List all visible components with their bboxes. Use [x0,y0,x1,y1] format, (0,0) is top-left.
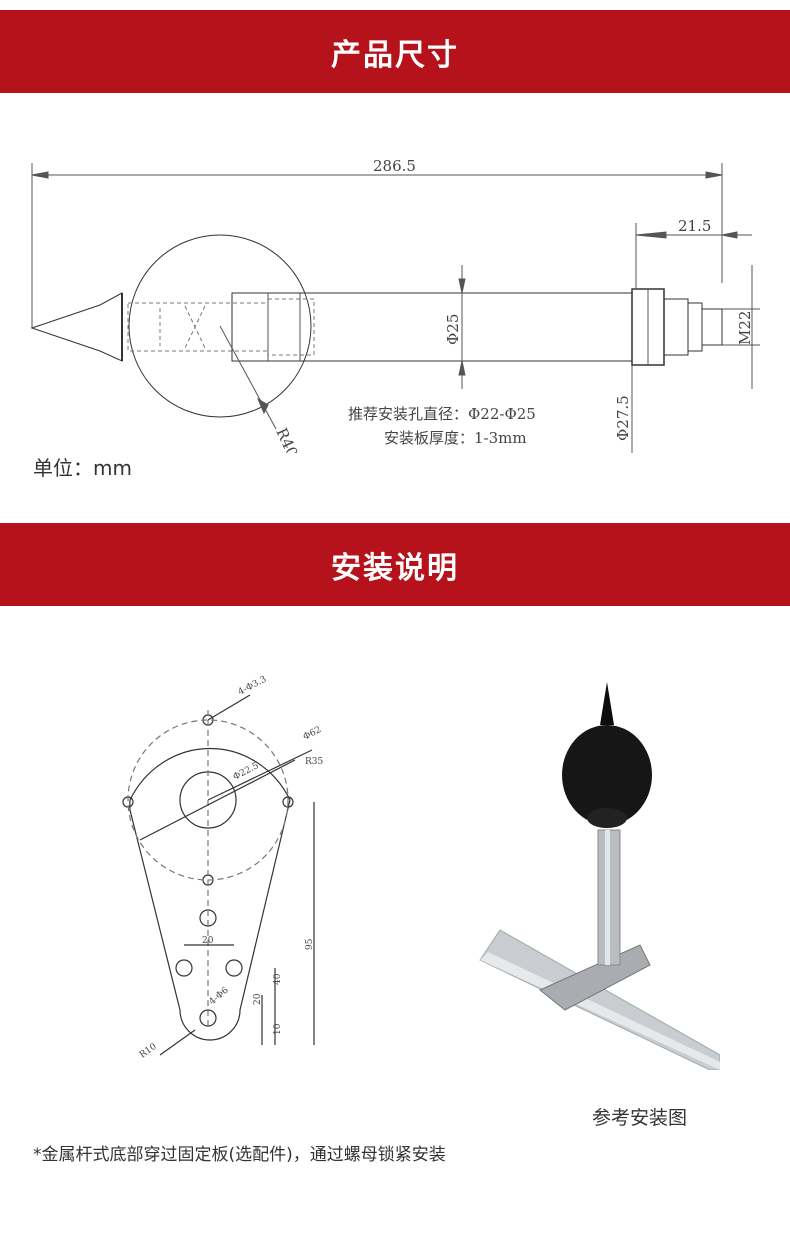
install-note-line1: 推荐安装孔直径：Φ22-Φ25 [348,405,536,423]
mount-plate-drawing: 4-Φ3.3 Φ62 R35 Φ22.5 20 95 40 20 10 4-Φ6… [122,674,324,1061]
section-title-install: 安装说明 [331,550,459,586]
radius-10-label: R10 [138,1042,159,1061]
radius-35-label: R35 [305,757,324,767]
hole-spec-label: 4-Φ3.3 [237,674,269,697]
section-title-dimensions: 产品尺寸 [331,37,459,73]
dim-40-label: 40 [273,973,283,985]
installation-note: *金属杆式底部穿过固定板(选配件)，通过螺母锁紧安装 [33,1145,446,1165]
unit-note: 单位：mm [33,456,132,480]
thread-label: M22 [736,311,754,345]
total-length-label: 286.5 [373,157,416,175]
ball-radius-label: R40 [272,425,301,453]
dim-20-label: 20 [253,993,263,1005]
height-95-label: 95 [305,938,315,950]
spacing-20-label: 20 [202,936,214,946]
nut-diameter-label: Φ27.5 [614,395,632,441]
section-banner-dimensions: 产品尺寸 [0,10,790,93]
dimension-drawing: 286.5 21.5 Φ25 M22 Φ27.5 R40 推荐安装孔直径：Φ22… [30,157,760,453]
outer-diameter-label: Φ62 [302,725,323,743]
install-photo [479,682,720,1070]
section-banner-install: 安装说明 [0,523,790,606]
install-note-line2: 安装板厚度：1-3mm [384,429,527,447]
tail-length-label: 21.5 [678,217,711,235]
photo-caption: 参考安装图 [592,1107,688,1129]
tube-diameter-label: Φ25 [444,314,462,345]
dim-10-label: 10 [273,1023,283,1035]
small-holes-label: 4-Φ6 [208,985,231,1007]
